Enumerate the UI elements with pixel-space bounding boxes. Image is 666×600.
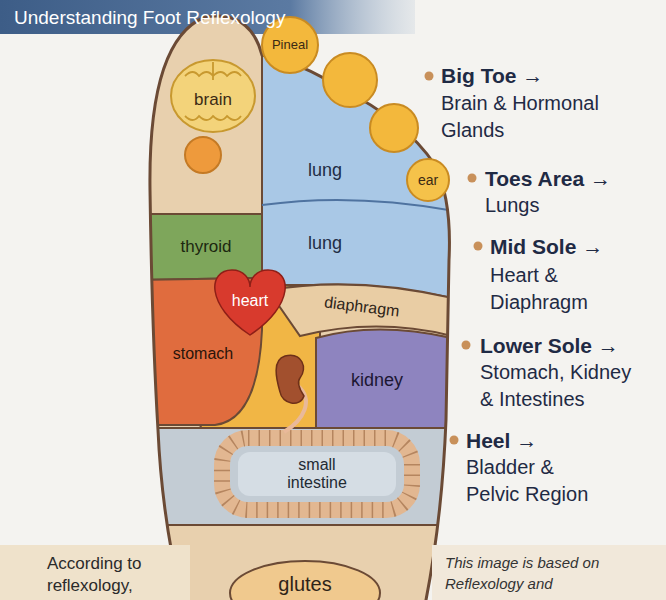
organ-label: lung — [308, 233, 342, 254]
intestine-loops — [222, 438, 412, 510]
heart-shape: heart — [232, 292, 268, 310]
kidney-icon — [276, 355, 304, 403]
organ-label: brain — [194, 90, 232, 110]
glutes-zone — [230, 561, 380, 600]
zone-description: Bladder & Pelvic Region — [466, 454, 601, 508]
glutes-region: glutes — [278, 573, 331, 596]
note-panel: This image is based on Reflexology and — [432, 545, 666, 600]
brain-folds — [185, 62, 241, 120]
zone-heading: Mid Sole → — [490, 233, 603, 261]
gland-dot — [185, 137, 221, 173]
zone-heading: Heel → — [466, 427, 537, 455]
note-text: This image is based on Reflexology and — [445, 552, 623, 594]
bullet-dot — [474, 242, 483, 251]
thyroid-area — [140, 214, 262, 280]
kidney-region: kidney — [351, 370, 403, 391]
kidney-area — [316, 329, 460, 428]
toe-label: ear — [418, 172, 438, 188]
bullet-dot — [462, 341, 471, 350]
intestine-folds — [222, 438, 412, 510]
note-panel: According to reflexology, — [0, 545, 190, 600]
organ-label: thyroid — [180, 237, 231, 257]
zone-description: Heart & Diaphragm — [490, 262, 630, 316]
organ-label: small intestine — [277, 456, 357, 493]
title-text: Understanding Foot Reflexology — [14, 7, 285, 29]
zone-heading: Lower Sole → — [480, 332, 619, 360]
organ-label: glutes — [278, 573, 331, 596]
brain-icon — [171, 60, 255, 132]
note-text: According to reflexology, — [47, 553, 177, 597]
zone-heading: Toes Area → — [485, 165, 611, 193]
brain-label: brain — [194, 90, 232, 110]
foot-outline — [150, 16, 450, 600]
intestine-inner — [238, 452, 396, 496]
toe — [407, 159, 449, 201]
bullet-dot — [468, 174, 477, 183]
organ-label: lung — [308, 160, 342, 181]
small-intestine-region: small intestine — [277, 456, 357, 493]
toe — [370, 104, 418, 152]
zone-description: Lungs — [485, 192, 645, 219]
toe-label: Pineal — [272, 38, 308, 53]
zone-description: Brain & Hormonal Glands — [441, 90, 631, 144]
organ-label: kidney — [351, 370, 403, 391]
organ-label: ear — [418, 172, 438, 188]
bullet-dot — [450, 436, 459, 445]
organ-label: stomach — [173, 345, 233, 363]
stomach-region: stomach — [173, 345, 233, 363]
organ-label: Pineal — [272, 38, 308, 53]
thyroid-region: thyroid — [180, 237, 231, 257]
zone-description: Stomach, Kidney & Intestines — [480, 359, 640, 413]
bullet-dot — [425, 72, 434, 81]
lung-region: lung — [308, 233, 342, 254]
zone-heading: Big Toe → — [441, 62, 543, 90]
organ-label: heart — [232, 292, 268, 310]
lung-region: lung — [308, 160, 342, 181]
toe — [323, 53, 377, 107]
heart-icon — [215, 270, 285, 335]
intestine-area — [140, 428, 460, 525]
